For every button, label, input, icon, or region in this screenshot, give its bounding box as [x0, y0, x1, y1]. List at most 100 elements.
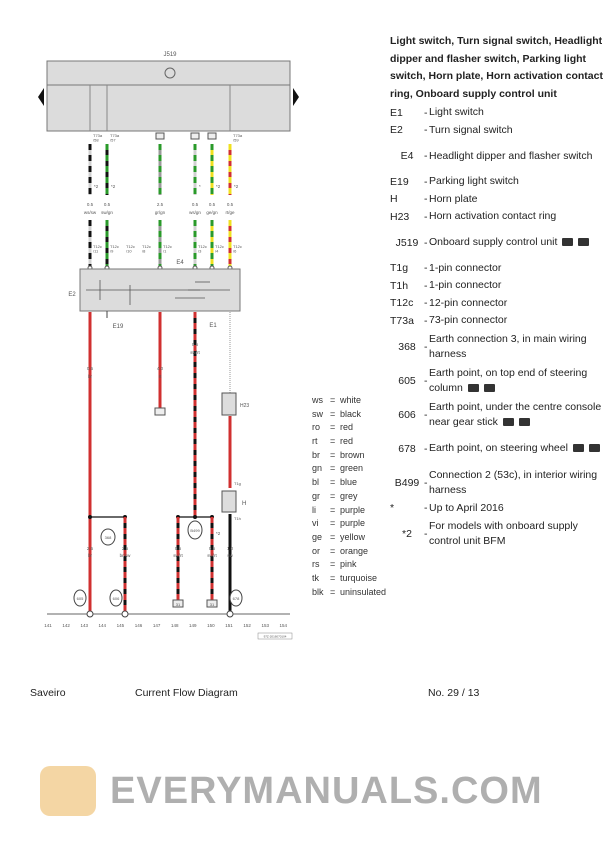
legend-item: T73a-73-pin connector: [390, 312, 605, 330]
track-number: 147: [153, 623, 161, 628]
wire-color-label: ws/gn: [189, 210, 201, 215]
color-name: red: [340, 422, 354, 433]
wire-color-label: rt: [159, 374, 162, 379]
ground-terminal: [86, 610, 94, 618]
color-code: or: [312, 545, 321, 556]
fuse-box: [154, 407, 166, 416]
legend-description: Light switch: [429, 106, 484, 119]
color-name: brown: [340, 449, 365, 460]
track-number: 142: [62, 623, 70, 628]
color-code-item: ws=white: [312, 395, 386, 409]
wire-footnote-mark: *2: [111, 184, 116, 189]
legend-description: 1-pin connector: [429, 261, 502, 274]
color-code-item: rs=pink: [312, 559, 386, 573]
camera-icon[interactable]: [588, 444, 600, 453]
track-number: 152: [243, 623, 251, 628]
legend-code: 678: [398, 442, 416, 455]
wire-size-label: 0.5: [192, 342, 199, 347]
earth-point-606: [109, 589, 123, 607]
legend-description: Onboard supply control unit: [429, 236, 558, 248]
color-name: orange: [340, 545, 369, 556]
color-name: turquoise: [340, 572, 378, 583]
camera-icon[interactable]: [578, 238, 590, 247]
legend-description: 12-pin connector: [429, 296, 508, 309]
equals-sign: =: [330, 490, 336, 501]
color-code: gr: [312, 490, 321, 501]
camera-icon[interactable]: [467, 383, 479, 392]
legend-item: H23-Horn activation contact ring: [390, 208, 605, 226]
legend-dash: -: [424, 340, 428, 353]
color-code-item: vi=purple: [312, 518, 386, 532]
camera-icon[interactable]: [518, 417, 530, 426]
earth-label: 678: [233, 596, 240, 601]
track-number: 153: [261, 623, 269, 628]
legend-description: Headlight dipper and flasher switch: [429, 149, 593, 162]
pin-label: T12c/9: [110, 244, 119, 254]
legend-dash: -: [424, 297, 428, 310]
legend-description: Horn plate: [429, 192, 478, 205]
wire-color-label: br/sw: [120, 553, 132, 558]
track-number: 151: [225, 623, 233, 628]
camera-icon[interactable]: [483, 383, 495, 392]
legend-description: Earth connection 3, in main wiring harne…: [429, 332, 587, 360]
color-code: vi: [312, 518, 319, 529]
wiring-diagram: J519T73a/58*20.5ws/swT12c/11T73a/57*20.5…: [38, 52, 299, 640]
color-code-item: bl=blue: [312, 477, 386, 491]
pin-label: T12c/4: [215, 244, 224, 254]
fuse-box: [155, 132, 165, 140]
color-code: gn: [312, 463, 323, 474]
legend-item: 606-Earth point, under the centre consol…: [390, 398, 605, 432]
connection-label: B499: [190, 528, 200, 533]
color-name: purple: [340, 504, 366, 515]
color-name: black: [340, 408, 362, 419]
color-code: bl: [312, 477, 320, 488]
legend-dash: -: [424, 314, 428, 327]
continue-right-arrow-icon: [293, 88, 299, 106]
earth-connection-368: [100, 528, 116, 546]
terminal-box: [172, 599, 184, 608]
legend-item: B499-Connection 2 (53c), in interior wir…: [390, 466, 605, 500]
track-number: 141: [44, 623, 52, 628]
equals-sign: =: [330, 463, 336, 474]
equals-sign: =: [330, 559, 336, 570]
camera-icon[interactable]: [562, 238, 574, 247]
connector-label: T1h: [234, 516, 241, 521]
wire-color-label: ge/gn: [206, 210, 218, 215]
color-code: tk: [312, 572, 320, 583]
pin-label: T12c/6: [233, 244, 242, 254]
legend-description: Up to April 2016: [429, 501, 504, 514]
legend-item: T1h-1-pin connector: [390, 277, 605, 295]
fuse-box: [190, 132, 200, 140]
camera-icon[interactable]: [572, 444, 584, 453]
camera-icon[interactable]: [502, 417, 514, 426]
color-name: uninsulated: [340, 586, 387, 597]
legend-code: T1h: [390, 279, 409, 292]
wire-footnote-mark: *2: [216, 184, 221, 189]
legend-dash: -: [424, 528, 428, 540]
track-number: 144: [99, 623, 107, 628]
equals-sign: =: [330, 504, 336, 515]
legend-code: E19: [390, 175, 409, 188]
earth-label: 606: [113, 596, 120, 601]
legend-code: J519: [395, 236, 419, 249]
wire-color-label: rt/ge: [225, 210, 235, 215]
track-number: 146: [135, 623, 143, 628]
legend-dash: -: [424, 210, 428, 223]
legend-description: 1-pin connector: [429, 279, 502, 292]
watermark-logo: [40, 766, 96, 816]
legend-dash: -: [424, 502, 428, 515]
equals-sign: =: [330, 477, 336, 488]
color-name: red: [340, 436, 354, 447]
component-label-h: H: [242, 501, 246, 507]
connector-label: T1g: [234, 481, 241, 486]
equals-sign: =: [330, 408, 336, 419]
legend-description: Earth point, on steering wheel: [429, 442, 568, 454]
ground-terminal: [121, 610, 129, 618]
legend-description: Earth point, on top end of steering colu…: [429, 366, 588, 394]
equals-sign: =: [330, 518, 336, 529]
wire-color-label: sw/gn: [101, 210, 113, 215]
earth-point-678: [229, 589, 243, 607]
legend-item: H-Horn plate: [390, 191, 605, 209]
diagram-reference: 97Z-2016070104: [264, 635, 287, 639]
